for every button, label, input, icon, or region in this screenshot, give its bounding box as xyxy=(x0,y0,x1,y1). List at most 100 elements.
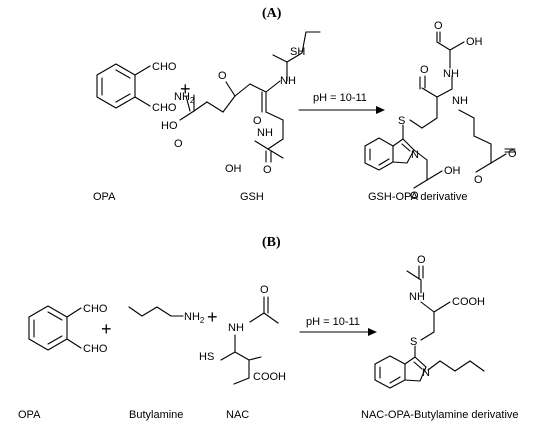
opa-structure-a: CHO CHO xyxy=(96,61,177,114)
product-a-o-1: O xyxy=(420,64,429,76)
product-b-s: S xyxy=(410,336,417,348)
gsh-nh-2: NH xyxy=(257,127,273,139)
product-a-bond-7 xyxy=(436,88,453,98)
gsh-bond-23 xyxy=(301,31,307,54)
nac-hs: HS xyxy=(199,351,214,363)
butylamine-nh2: NH2 xyxy=(184,311,205,325)
product-a-oh-1: OH xyxy=(466,36,483,48)
condition-a: pH = 10-11 xyxy=(313,92,367,104)
arrow-a-head xyxy=(376,106,385,114)
gsh-nh-1: NH xyxy=(280,75,296,87)
reaction-arrow-a: pH = 10-11 xyxy=(298,92,385,114)
gsh-sh: SH xyxy=(290,46,305,58)
butylamine-chain xyxy=(128,306,184,317)
product-b-cooh: COOH xyxy=(452,296,485,308)
product-b-bond-11 xyxy=(454,360,471,372)
product-a-o-5: O xyxy=(410,190,419,202)
product-b-nh: NH xyxy=(409,291,425,303)
gsh-bond-13 xyxy=(265,111,284,121)
gsh-bond-3 xyxy=(185,95,191,112)
product-b-benzene-double-2 xyxy=(389,376,401,384)
gsh-bond-4 xyxy=(193,101,208,112)
gsh-opa-product: S N O NH O OH NH O O O OH xyxy=(364,20,517,202)
plus-sign-a: + xyxy=(180,79,191,99)
plus-sign-b-2: + xyxy=(207,307,218,327)
opa-b-cho-1: CHO xyxy=(83,303,108,315)
gsh-bond-8 xyxy=(234,83,251,97)
name-gsh-opa-derivative: GSH-OPA derivative xyxy=(368,191,467,203)
opa-b-cho-2: CHO xyxy=(83,343,108,355)
gsh-structure: NH2 HO O O NH O NH OH O SH xyxy=(161,31,321,176)
arrow-b-head xyxy=(368,328,377,336)
gsh-o-3: O xyxy=(253,115,262,127)
name-nac: NAC xyxy=(226,409,249,421)
panel-label-b: (B) xyxy=(262,235,281,250)
product-a-bond-11 xyxy=(436,41,451,51)
name-nac-opa-butylamine-derivative: NAC-OPA-Butylamine derivative xyxy=(361,409,519,421)
opa-a-ring-double-3 xyxy=(115,93,131,103)
nac-bond-2 xyxy=(220,351,236,361)
product-a-bond-18 xyxy=(475,162,492,173)
gsh-bond-10 xyxy=(265,80,281,93)
product-b-bond-12 xyxy=(469,360,485,372)
nac-opa-butylamine-product: S N NH O COOH xyxy=(374,254,485,389)
product-a-nh-1: NH xyxy=(443,68,459,80)
opa-a-cho-1: CHO xyxy=(152,61,177,73)
opa-b-ring-double-3 xyxy=(47,335,63,345)
gsh-bond-19 xyxy=(267,148,284,159)
gsh-bond-1 xyxy=(179,110,195,121)
product-a-bond-19 xyxy=(490,153,507,164)
gsh-bond-15 xyxy=(267,138,284,150)
nac-bond-6 xyxy=(248,356,262,361)
gsh-bond-9 xyxy=(249,83,267,93)
gsh-bond-5 xyxy=(206,101,224,113)
product-a-bond-24 xyxy=(413,179,428,189)
gsh-o-4: O xyxy=(263,164,272,176)
nac-bond-10 xyxy=(263,312,279,324)
nac-bond-7 xyxy=(249,312,265,323)
product-a-bond-14 xyxy=(458,109,475,119)
nac-cooh: COOH xyxy=(253,371,286,383)
product-a-o-4: O xyxy=(474,174,483,186)
butylamine-structure: NH2 xyxy=(128,306,205,325)
product-b-bond-9 xyxy=(427,360,441,371)
name-gsh: GSH xyxy=(240,191,264,203)
plus-sign-b-1: + xyxy=(101,319,112,339)
gsh-o-1: O xyxy=(174,138,183,150)
name-butylamine: Butylamine xyxy=(129,409,183,421)
product-a-bond-1 xyxy=(409,119,423,129)
opa-b-bond-cho2 xyxy=(66,338,82,349)
product-a-bond-22 xyxy=(413,149,428,161)
product-b-bond-4 xyxy=(433,301,451,313)
product-a-bond-25 xyxy=(426,170,443,181)
product-a-pyrrole-double xyxy=(401,143,411,152)
gsh-bond-21 xyxy=(272,54,288,63)
gsh-o-2: O xyxy=(218,70,227,82)
product-a-bond-2 xyxy=(421,117,438,129)
opa-b-ring-double-2 xyxy=(47,311,63,321)
nac-bond-3 xyxy=(234,351,250,361)
condition-b: pH = 10-11 xyxy=(306,316,360,328)
product-a-bond-10 xyxy=(449,41,465,51)
product-a-nh-2: NH xyxy=(452,95,468,107)
opa-a-bond-cho2 xyxy=(134,96,151,107)
product-b-bond-3 xyxy=(420,301,435,313)
nac-nh: NH xyxy=(228,322,244,334)
opa-structure-b: CHO CHO xyxy=(28,303,108,355)
nac-o: O xyxy=(260,284,269,296)
nac-bond-5 xyxy=(233,377,250,385)
product-a-n: N xyxy=(411,149,419,161)
name-opa-b: OPA xyxy=(18,409,41,421)
gsh-nh2: NH2 xyxy=(174,91,195,105)
gsh-bond-16 xyxy=(254,140,269,150)
product-a-benzene-double-2 xyxy=(378,158,390,166)
nac-structure: NH O HS COOH xyxy=(199,284,286,385)
gsh-bond-6 xyxy=(222,95,236,113)
gsh-oh: OH xyxy=(225,163,242,175)
gsh-ho: HO xyxy=(161,120,178,132)
reaction-arrow-b: pH = 10-11 xyxy=(299,316,377,336)
name-opa-a: OPA xyxy=(93,191,116,203)
gsh-bond-7 xyxy=(225,81,236,97)
